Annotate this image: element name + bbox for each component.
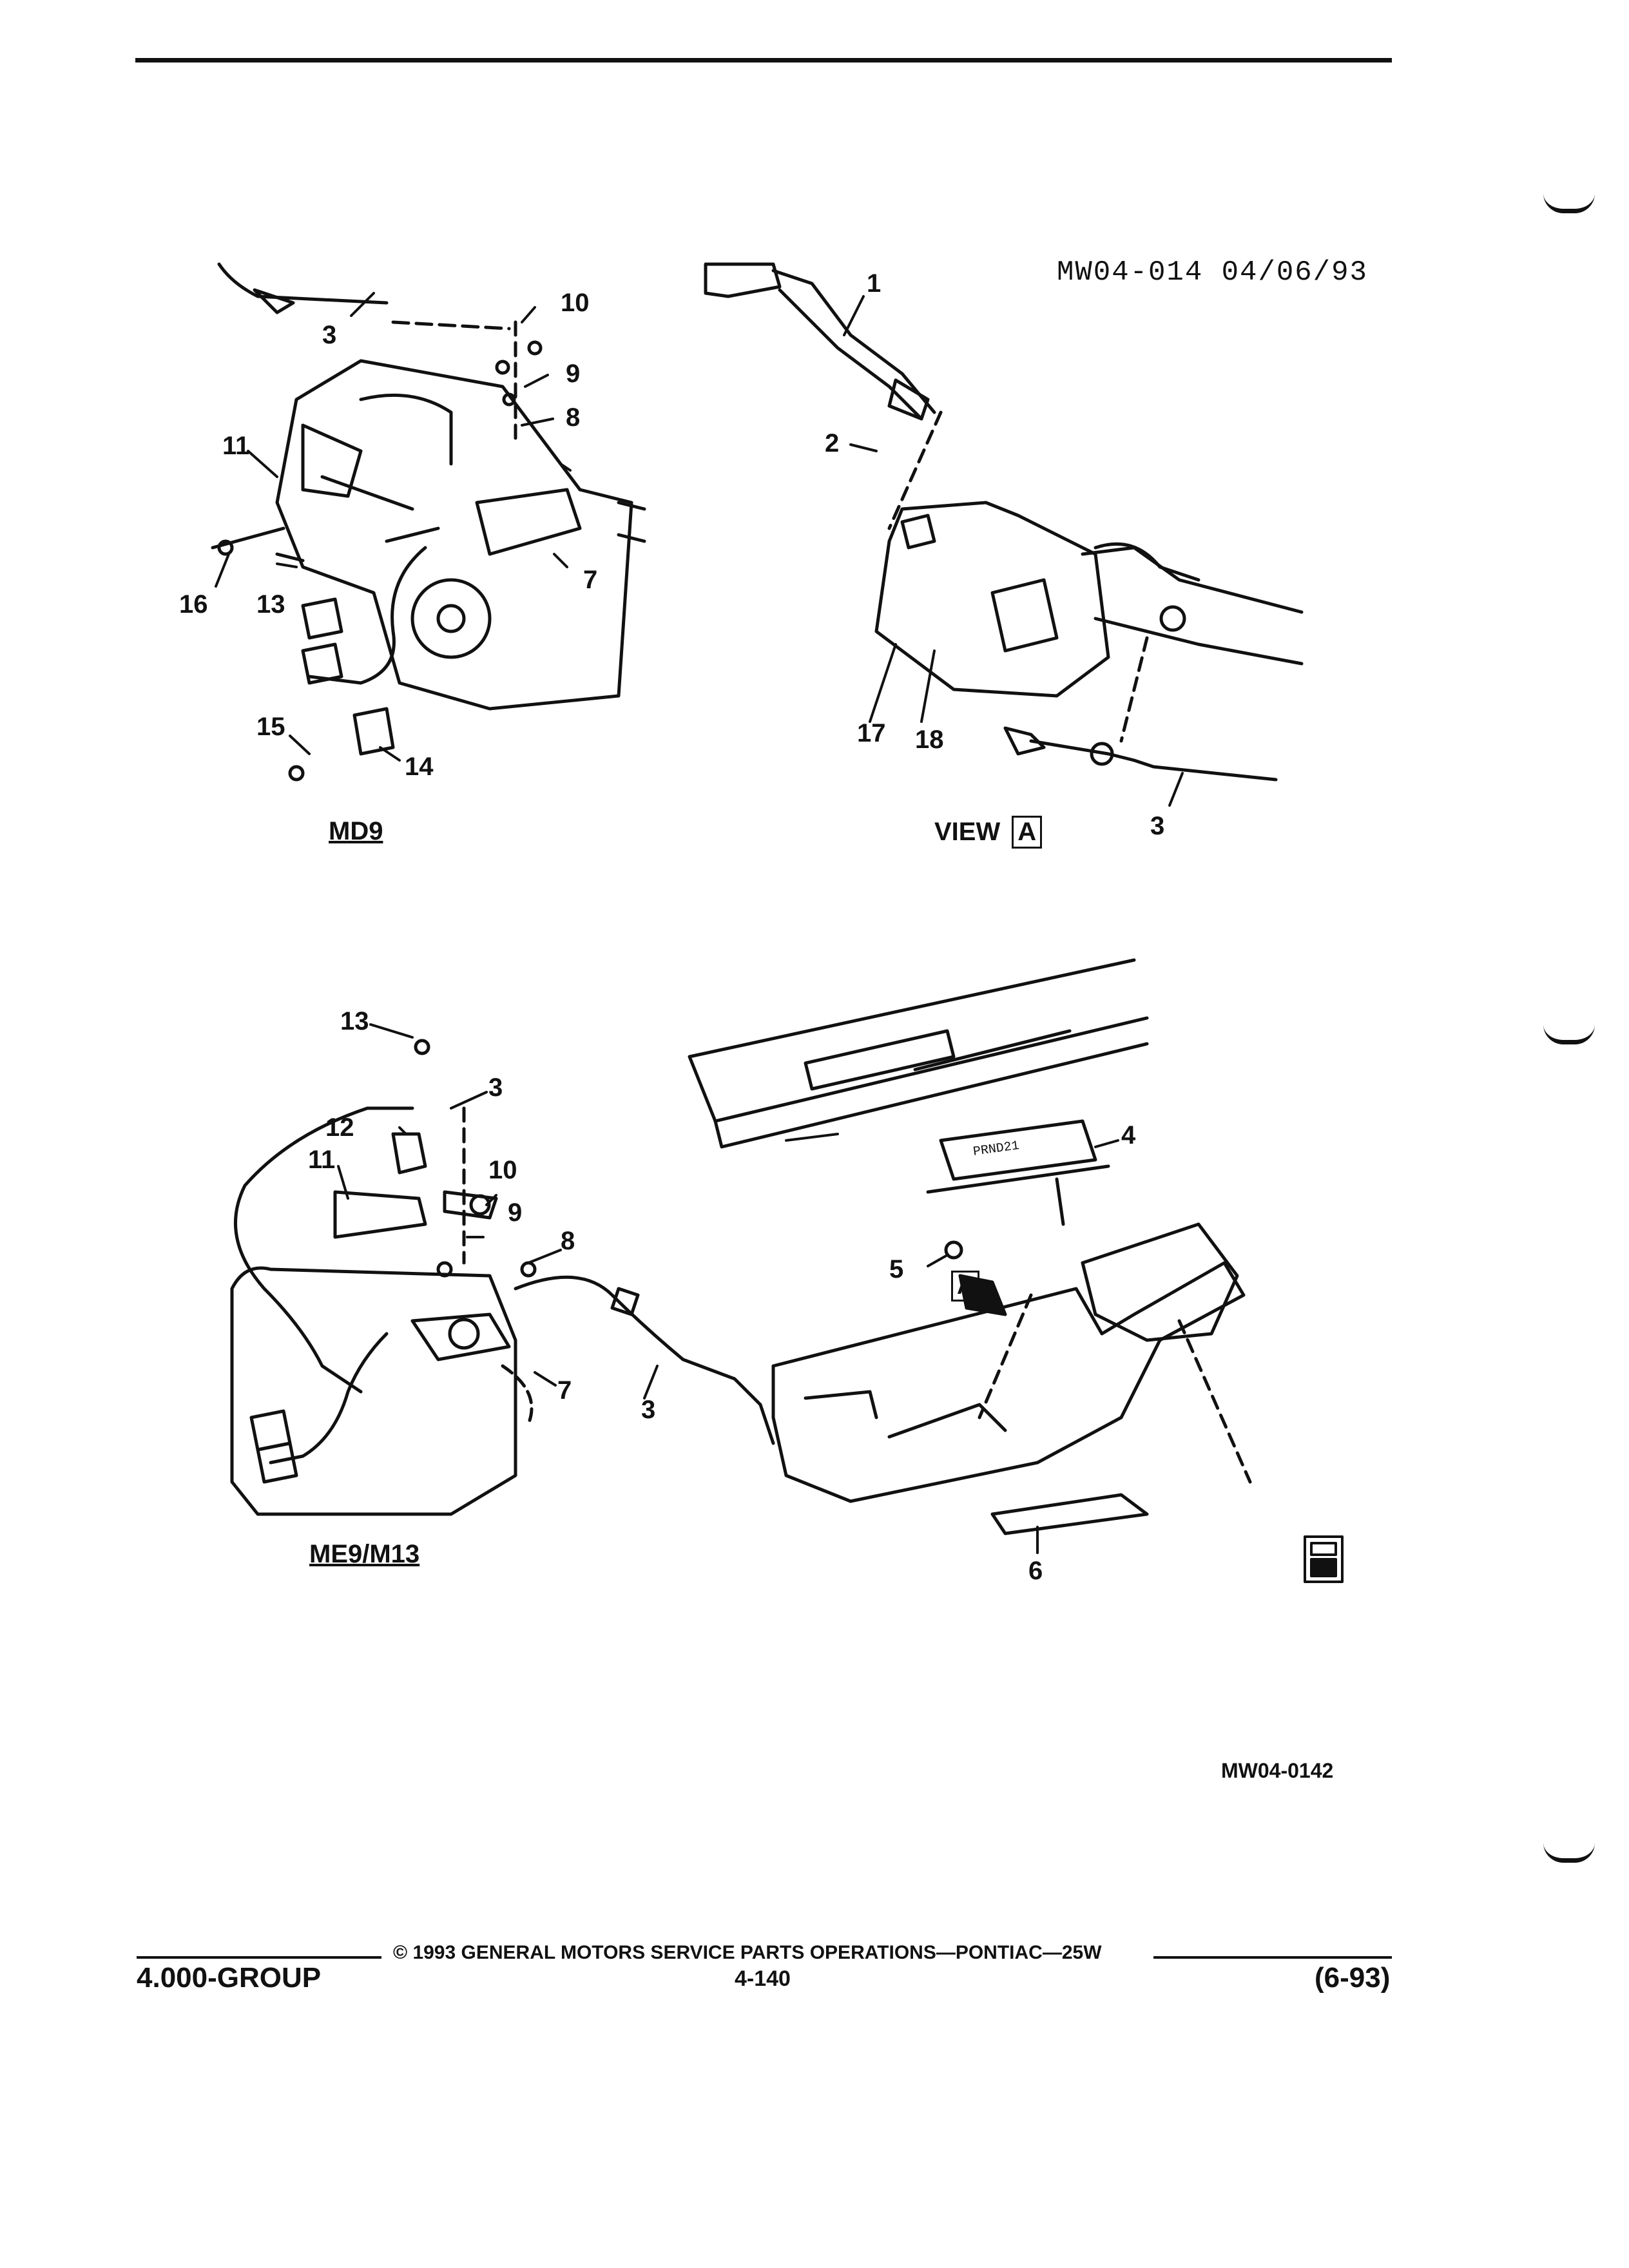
view-a-drawing [704, 262, 1304, 782]
footer-copyright: © 1993 GENERAL MOTORS SERVICE PARTS OPER… [393, 1942, 1102, 1963]
callout-3: 3 [322, 321, 337, 349]
edge-mark [1543, 193, 1595, 213]
callout-13: 13 [256, 590, 285, 619]
callout-10: 10 [561, 289, 590, 317]
illustration-id: MW04-014 04/06/93 [1057, 256, 1368, 289]
callout-3: 3 [641, 1396, 656, 1424]
callout-1: 1 [867, 269, 882, 298]
callout-8: 8 [561, 1227, 575, 1255]
callout-16: 16 [179, 590, 208, 619]
callout-15: 15 [256, 713, 285, 741]
console-drawing [688, 958, 1252, 1535]
callout-11: 11 [308, 1146, 336, 1174]
art-number: MW04-0142 [1221, 1759, 1334, 1782]
callout-9: 9 [566, 360, 581, 388]
callout-5: 5 [889, 1255, 904, 1283]
me9-transmission-drawing [230, 1039, 775, 1516]
callout-7: 7 [583, 566, 598, 594]
view-box-label: A [1012, 816, 1043, 849]
footer-date: (6-93) [1315, 1962, 1391, 1994]
callout-10: 10 [488, 1156, 517, 1184]
callout-6: 6 [1028, 1557, 1043, 1585]
callout-3: 3 [1150, 812, 1165, 840]
callout-4: 4 [1121, 1121, 1136, 1149]
callout-2: 2 [825, 429, 840, 457]
footer-group: 4.000-GROUP [137, 1962, 322, 1994]
callout-18: 18 [915, 726, 944, 754]
callout-17: 17 [857, 719, 886, 747]
caption-md9: MD9 [329, 817, 383, 845]
callout-7: 7 [557, 1376, 572, 1405]
edge-mark [1543, 1843, 1595, 1863]
footer-page-number: 4-140 [735, 1966, 791, 1991]
edge-mark [1543, 1024, 1595, 1044]
callout-12: 12 [325, 1113, 354, 1142]
callout-3: 3 [488, 1073, 503, 1102]
top-rule [135, 58, 1392, 62]
view-a-marker: A [951, 1271, 979, 1302]
footer-rule-left [137, 1956, 381, 1959]
callout-13: 13 [340, 1007, 369, 1035]
parts-catalog-icon [1304, 1535, 1344, 1583]
md9-transmission-drawing [211, 262, 646, 782]
callout-11: 11 [222, 432, 250, 460]
caption-me9-m13: ME9/M13 [309, 1540, 420, 1568]
callout-8: 8 [566, 403, 581, 432]
leader-lines [215, 292, 1184, 1554]
callout-14: 14 [405, 753, 434, 781]
footer-rule-right [1153, 1956, 1392, 1959]
callout-9: 9 [508, 1198, 523, 1227]
